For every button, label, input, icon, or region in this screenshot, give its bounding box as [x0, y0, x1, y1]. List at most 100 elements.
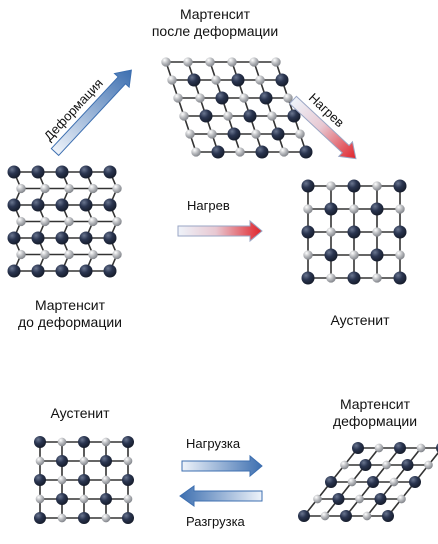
- heating-diagonal-arrow: Нагрев: [288, 90, 357, 160]
- light-atom: [123, 456, 133, 466]
- dark-atom: [55, 231, 69, 245]
- light-atom: [416, 443, 426, 453]
- dark-atom: [287, 109, 301, 123]
- light-atom: [340, 460, 349, 470]
- martensite-bottom-label: Мартенсит деформации: [315, 396, 435, 430]
- light-atom: [179, 111, 189, 121]
- dark-atom: [56, 455, 68, 467]
- light-atom: [88, 183, 98, 194]
- dark-atom: [393, 179, 407, 193]
- light-atom: [279, 147, 289, 157]
- light-atom: [374, 443, 384, 453]
- light-atom: [251, 129, 261, 139]
- light-atom: [40, 216, 50, 227]
- dark-atom: [122, 512, 134, 524]
- light-atom: [101, 475, 111, 485]
- martensite-before-label: Мартенсит до деформации: [0, 297, 145, 331]
- light-atom: [167, 75, 177, 85]
- light-atom: [397, 494, 406, 504]
- dark-atom: [301, 271, 315, 285]
- light-atom: [35, 456, 45, 466]
- dark-atom: [325, 476, 337, 488]
- dark-atom: [103, 198, 117, 212]
- dark-atom: [393, 271, 407, 285]
- dark-atom: [370, 202, 384, 216]
- dark-atom: [79, 165, 93, 179]
- dark-atom: [301, 225, 315, 239]
- light-atom: [183, 57, 193, 67]
- light-atom: [424, 460, 433, 470]
- dark-atom: [31, 264, 45, 278]
- dark-atom: [7, 231, 21, 245]
- light-atom: [64, 183, 74, 194]
- light-atom: [185, 129, 195, 139]
- dark-atom: [122, 474, 134, 486]
- dark-atom: [367, 476, 379, 488]
- light-atom: [227, 57, 237, 67]
- dark-atom: [231, 73, 245, 87]
- martensite-before-line2: до деформации: [18, 314, 122, 330]
- dark-atom: [340, 510, 352, 522]
- loading-arrow: Нагрузка: [181, 436, 263, 478]
- dark-atom: [187, 73, 201, 87]
- heating-horizontal-arrow: Нагрев: [177, 198, 263, 243]
- unloading-arrow: Разгрузка: [179, 485, 263, 529]
- light-atom: [57, 513, 67, 523]
- light-atom: [249, 57, 259, 67]
- dark-atom: [401, 459, 414, 471]
- light-atom: [79, 494, 89, 504]
- dark-atom: [31, 198, 45, 212]
- light-atom: [320, 511, 330, 521]
- light-atom: [57, 437, 67, 447]
- light-atom: [40, 249, 50, 260]
- light-atom: [112, 216, 122, 227]
- light-atom: [112, 183, 122, 194]
- martensite-bottom-line2: деформации: [332, 413, 418, 429]
- light-atom: [16, 249, 26, 260]
- dark-atom: [324, 248, 338, 262]
- dark-atom: [255, 145, 269, 159]
- dark-atom: [199, 109, 213, 123]
- light-atom: [195, 93, 205, 103]
- martensite-after-lattice: [161, 57, 313, 159]
- light-atom: [283, 93, 293, 103]
- dark-atom: [55, 165, 69, 179]
- light-atom: [395, 204, 405, 214]
- martensite-before-lattice: [7, 165, 122, 278]
- light-atom: [271, 57, 281, 67]
- heating-horizontal-label: Нагрев: [187, 198, 230, 213]
- light-atom: [16, 216, 26, 227]
- dark-atom: [55, 264, 69, 278]
- dark-atom: [56, 493, 68, 505]
- light-atom: [355, 494, 364, 504]
- light-atom: [389, 477, 399, 487]
- dark-atom: [370, 248, 384, 262]
- dark-atom: [100, 493, 112, 505]
- dark-atom: [347, 179, 361, 193]
- light-atom: [211, 75, 221, 85]
- light-atom: [372, 227, 382, 237]
- light-atom: [101, 437, 111, 447]
- light-atom: [64, 216, 74, 227]
- dark-atom: [31, 165, 45, 179]
- loading-label: Нагрузка: [186, 436, 241, 451]
- dark-atom: [271, 127, 285, 141]
- dark-atom: [324, 202, 338, 216]
- dark-atom: [55, 198, 69, 212]
- dark-atom: [103, 165, 117, 179]
- light-atom: [191, 147, 201, 157]
- light-atom: [235, 147, 245, 157]
- light-atom: [88, 216, 98, 227]
- light-atom: [123, 494, 133, 504]
- light-atom: [35, 494, 45, 504]
- dark-atom: [103, 264, 117, 278]
- light-atom: [112, 249, 122, 260]
- light-atom: [303, 250, 313, 260]
- martensite-bottom-lattice: [298, 442, 438, 522]
- dark-atom: [7, 165, 21, 179]
- dark-atom: [347, 271, 361, 285]
- dark-atom: [211, 145, 225, 159]
- dark-atom: [78, 474, 90, 486]
- dark-atom: [122, 436, 134, 448]
